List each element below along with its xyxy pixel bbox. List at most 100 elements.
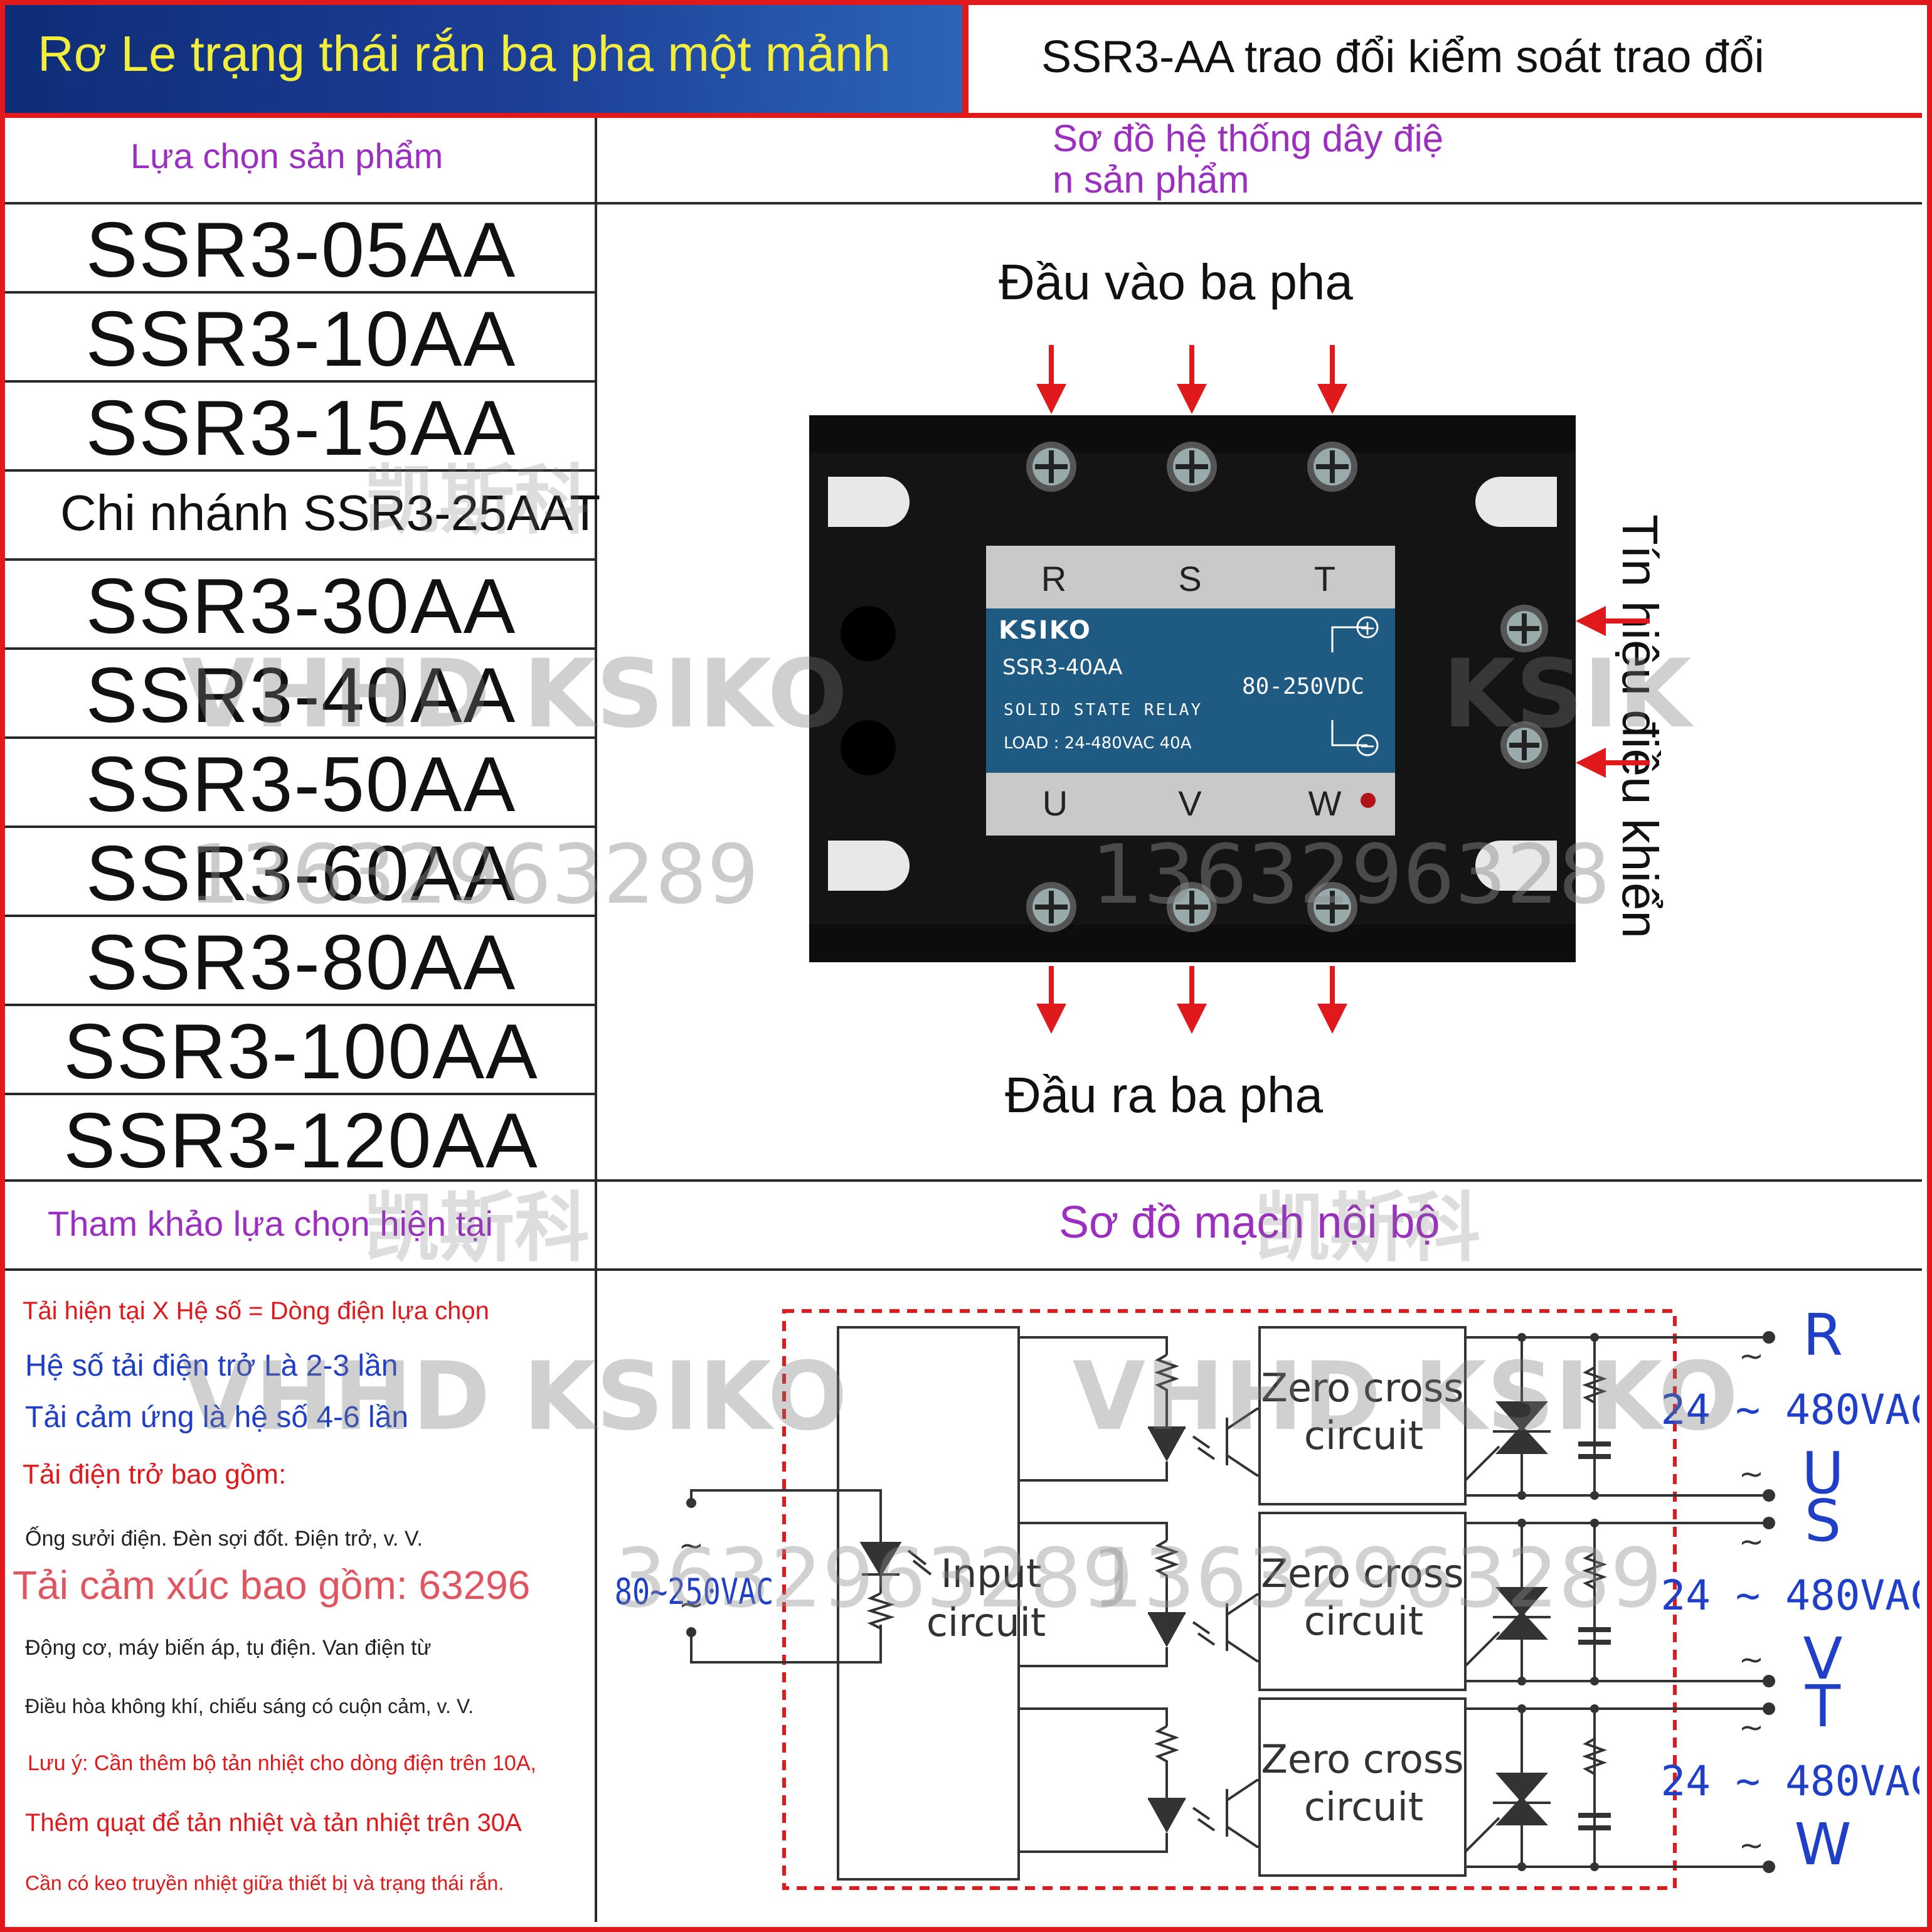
zero-cross-label: circuit [1304,1784,1423,1830]
header-divider [962,5,969,113]
current-note: Hệ số tải điện trở Là 2-3 lần [25,1349,398,1383]
input-block-label: Input [941,1551,1042,1596]
phase-in-label: S [1805,1487,1841,1554]
terminal-label: U [1043,783,1068,823]
row-line [5,1004,595,1006]
label-bottom-strip [986,773,1395,836]
phase-in-label: T [1805,1673,1841,1740]
row-line [5,202,1922,204]
wiring-heading: Sơ đồ hệ thống dây điệ [1053,117,1444,159]
minus-symbol: − [1359,734,1376,758]
light-rays-icon [1192,1435,1216,1460]
watermark: 凯斯科 [364,457,590,544]
triac-icon [1495,1797,1548,1825]
relay-load: LOAD : 24-480VAC 40A [1004,734,1192,753]
row-line [5,915,595,917]
led-icon [1148,1799,1186,1833]
watermark: 13632963289 [188,827,759,922]
model-item: SSR3-10AA [85,296,517,383]
output-terminal [1763,1489,1775,1502]
junction [1590,1491,1599,1500]
minus-icon [1356,734,1379,756]
input-block-label: circuit [926,1600,1046,1645]
zero-cross-label: Zero cross [1261,1365,1463,1411]
input-terminal [686,1627,696,1637]
wire [1464,1430,1551,1482]
input-tilde: ~ [679,1528,704,1563]
current-heading: Tham khảo lựa chọn hiện tại [48,1204,493,1243]
module-boundary [782,1309,1677,1890]
junction [1517,1704,1526,1713]
phase-in-label: R [1803,1302,1843,1369]
wiring-heading-cont: n sản phẩm [1053,159,1250,201]
terminal-tilde: ~ [1739,1339,1764,1374]
relay-control-voltage: 80-250VDC [1242,674,1364,699]
input-voltage-label: 80~250VAC [615,1572,774,1613]
terminal-label: S [1178,559,1201,598]
model-item: SSR3-60AA [85,831,517,917]
row-line [5,1179,1922,1182]
resistor-icon [1154,1725,1179,1783]
capacitor-icon [1578,1813,1611,1830]
zero-cross-block [1258,1326,1467,1505]
terminal-tilde: ~ [1739,1710,1764,1745]
relay-brand: KSIKO [999,616,1091,645]
current-note: Tải cảm xúc bao gồm: 63296 [13,1563,531,1608]
relay-model: SSR3-40AA [1002,655,1122,680]
terminal-label: V [1178,783,1202,823]
screw-icon [1167,882,1217,932]
terminal-label: R [1041,559,1066,598]
model-item: Chi nhánh SSR3-25AAT [60,485,601,541]
row-line [5,469,595,472]
watermark: 凯斯科 [364,1185,590,1272]
wire [1019,1597,1168,1667]
model-item: SSR3-40AA [85,652,517,739]
junction [1517,1862,1526,1871]
screw-icon [1307,442,1357,492]
watermark: KSIK [1443,640,1692,749]
circuit-heading: Sơ đồ mạch nội bộ [1059,1197,1440,1248]
zero-cross-label: Zero cross [1261,1551,1463,1596]
row-line [5,736,595,739]
model-item: SSR3-05AA [85,207,517,294]
row-line [5,1093,595,1095]
resistor-icon [1582,1738,1607,1775]
output-wire [1465,1336,1769,1497]
screw-icon [1500,605,1548,652]
label-top-strip [986,546,1395,608]
page-subtitle: SSR3-AA trao đổi kiểm soát trao đổi [1041,32,1765,82]
selection-heading: Lựa chọn sản phẩm [130,136,443,176]
model-item: SSR3-30AA [85,563,517,650]
row-line [5,291,595,294]
input-tilde: ~ [679,1587,704,1622]
junction [1517,1491,1526,1500]
phase-out-label: W [1795,1811,1852,1878]
control-bracket [1331,626,1367,746]
resistor-icon [1582,1366,1607,1404]
wire [1019,1336,1168,1355]
status-led [1361,793,1376,808]
model-item: SSR3-50AA [85,741,517,828]
phase-out-label: U [1802,1440,1844,1507]
current-note: Thêm quạt để tản nhiệt và tản nhiệt trên… [25,1809,522,1837]
resistor-icon [1582,1552,1607,1590]
terminal-tilde: ~ [1739,1457,1764,1492]
junction [1590,1333,1599,1342]
plus-symbol: + [1359,616,1376,640]
wire [1464,1616,1551,1667]
label-panel [986,608,1395,773]
wire [1019,1707,1168,1726]
phase-out-label: V [1803,1625,1843,1692]
input-circuit-block [837,1326,1020,1881]
current-note: Tải hiện tại X Hệ số = Dòng điện lựa chọ… [23,1297,489,1325]
row-line [5,380,595,383]
terminal-tilde: ~ [1739,1642,1764,1677]
plus-icon [1356,616,1379,639]
internal-circuit-diagram: Input circuit ~ ~ 80~250VAC Zero cross ci… [615,1302,1919,1890]
input-label: Đầu vào ba pha [999,254,1353,310]
output-terminal [1763,1331,1775,1344]
